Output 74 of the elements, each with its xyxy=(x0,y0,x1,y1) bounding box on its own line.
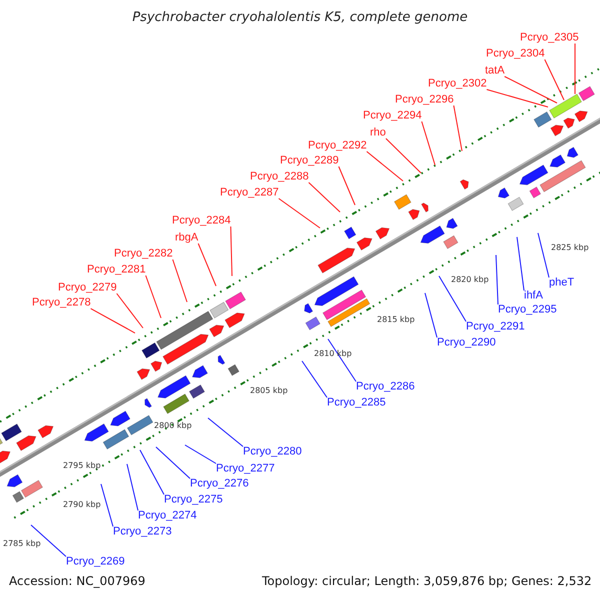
gene-label: Pcryo_2295 xyxy=(498,304,557,316)
position-label: 2810 kbp xyxy=(314,350,352,358)
leader-line xyxy=(184,444,216,464)
gene-label: Pcryo_2274 xyxy=(138,510,197,522)
leader-line xyxy=(308,182,340,212)
leader-line xyxy=(198,243,216,286)
gene-label: rho xyxy=(370,128,386,138)
leader-line xyxy=(116,293,144,328)
gene-label: Pcryo_2304 xyxy=(486,48,545,60)
leader-line xyxy=(302,360,328,398)
leader-line xyxy=(486,89,548,108)
leader-line xyxy=(496,254,498,305)
leader-line xyxy=(172,259,188,302)
gene-label: Pcryo_2276 xyxy=(190,478,249,490)
gene-label: Pcryo_2273 xyxy=(113,526,172,538)
leader-line xyxy=(90,308,136,334)
leader-line xyxy=(574,43,576,94)
leader-line xyxy=(100,484,114,527)
gene-label: Pcryo_2275 xyxy=(164,494,223,506)
position-label: 2820 kbp xyxy=(451,276,489,284)
leader-line xyxy=(366,151,404,182)
gene-label: Pcryo_2279 xyxy=(58,282,117,294)
position-label: 2785 kbp xyxy=(3,540,41,548)
leader-line xyxy=(438,276,466,322)
leader-line xyxy=(385,138,422,174)
gene-label: Pcryo_2305 xyxy=(520,32,579,44)
leader-line xyxy=(421,121,436,166)
gene-label: Pcryo_2287 xyxy=(220,188,279,198)
leader-line xyxy=(208,418,244,447)
gene-label: Pcryo_2269 xyxy=(66,556,125,568)
gene-label: Pcryo_2282 xyxy=(114,248,173,260)
position-label: 2805 kbp xyxy=(250,387,288,395)
leader-line xyxy=(424,292,438,338)
leader-line xyxy=(504,76,558,104)
leader-line xyxy=(538,232,550,278)
gene-label: Pcryo_2280 xyxy=(243,446,302,458)
footer-text: Topology: circular; Length: 3,059,876 bp; Genes: 2,532 xyxy=(262,575,592,587)
leader-line xyxy=(145,275,162,318)
leader-line xyxy=(30,524,66,557)
gene-label: Pcryo_2285 xyxy=(327,398,386,408)
gene-label: Pcryo_2292 xyxy=(308,140,367,152)
gene-label: Pcryo_2294 xyxy=(363,110,422,122)
position-label: 2800 kbp xyxy=(154,422,192,430)
gene-label: ihfA xyxy=(524,290,543,302)
leader-line xyxy=(338,166,356,206)
leader-line xyxy=(126,464,138,511)
gene-label: Pcryo_2290 xyxy=(437,338,496,348)
leader-line xyxy=(140,450,164,495)
gene-label: Pcryo_2278 xyxy=(32,298,91,308)
leader-line xyxy=(516,236,524,291)
gene-label: Pcryo_2296 xyxy=(395,94,454,106)
gene-label: Pcryo_2289 xyxy=(280,156,339,166)
gene-label: Pcryo_2284 xyxy=(172,216,231,226)
title: Psychrobacter cryohalolentis K5, complete genome xyxy=(131,11,469,24)
leader-line xyxy=(544,59,564,100)
gene-label: Pcryo_2277 xyxy=(216,464,275,474)
leader-line xyxy=(278,198,320,228)
gene-label: pheT xyxy=(549,278,574,288)
gene-label: rbgA xyxy=(175,232,198,244)
gene-label: Pcryo_2281 xyxy=(87,264,146,276)
leader-line xyxy=(328,338,356,382)
gene-label: Pcryo_2291 xyxy=(466,322,525,332)
gene-label: Pcryo_2302 xyxy=(428,78,487,90)
gene-label: Pcryo_2286 xyxy=(356,382,415,392)
position-label: 2825 kbp xyxy=(551,244,589,252)
gene-label: tatA xyxy=(485,66,505,76)
position-label: 2790 kbp xyxy=(63,501,101,509)
position-label: 2815 kbp xyxy=(377,316,415,324)
position-label: 2795 kbp xyxy=(63,462,101,470)
leader-line xyxy=(156,446,190,479)
footer-text: Accession: NC_007969 xyxy=(9,575,146,587)
leader-line xyxy=(453,105,462,152)
leader-line xyxy=(230,226,232,276)
gene-label: Pcryo_2288 xyxy=(250,172,309,182)
